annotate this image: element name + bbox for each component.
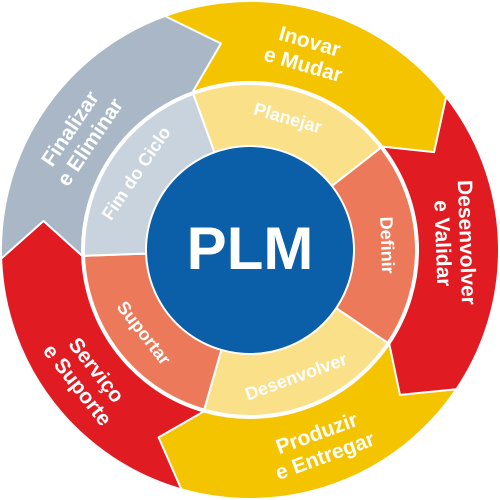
- middle-label-definir: Definir: [376, 216, 398, 274]
- outer-label-line: e Validar: [429, 200, 455, 287]
- center-circle: [147, 147, 353, 353]
- outer-label-desenvolver-e-validar: Desenvolvere Validar: [429, 180, 480, 306]
- middle-segment-fim-do-ciclo: [83, 92, 216, 257]
- center-hub: PLM: [147, 147, 353, 353]
- outer-label-line: Desenvolver: [453, 180, 480, 306]
- outer-segment-finalizar-e-eliminar: [0, 15, 222, 260]
- center-label: PLM: [187, 215, 314, 282]
